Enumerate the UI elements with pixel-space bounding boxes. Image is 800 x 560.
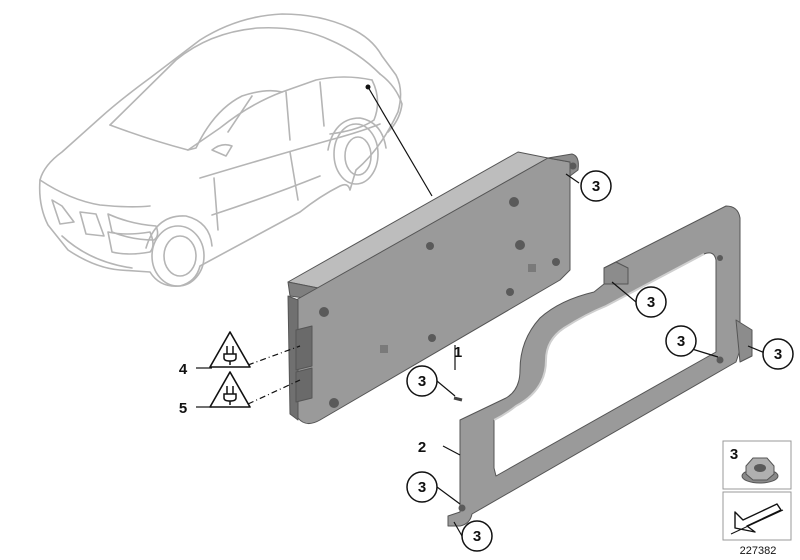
svg-text:3: 3	[418, 373, 426, 390]
arrow-icon	[730, 503, 784, 535]
callout-main-unit: 1	[454, 344, 462, 361]
svg-text:3: 3	[418, 479, 426, 496]
nut-icon	[741, 457, 779, 484]
callout-nut-6: 3	[406, 471, 438, 503]
parts-legend: 3	[722, 440, 792, 541]
diagram-id: 227382	[740, 545, 777, 557]
svg-text:3: 3	[592, 178, 600, 195]
vehicle-outline	[38, 13, 403, 288]
warning-plug-icon	[209, 371, 251, 408]
svg-text:4: 4	[179, 361, 188, 378]
svg-text:2: 2	[418, 439, 426, 456]
callout-nut-3: 3	[665, 325, 697, 357]
svg-text:1: 1	[454, 344, 462, 361]
svg-text:3: 3	[677, 333, 685, 350]
svg-text:3: 3	[730, 446, 738, 463]
callout-nut-1: 3	[580, 170, 612, 202]
mounting-bracket	[447, 205, 753, 527]
svg-text:3: 3	[473, 528, 481, 545]
callout-bracket: 2	[418, 439, 426, 456]
control-module	[287, 151, 579, 424]
callout-connector-b: 5	[179, 400, 187, 417]
callout-connector-a: 4	[179, 361, 188, 378]
svg-text:3: 3	[647, 294, 655, 311]
svg-text:5: 5	[179, 400, 187, 417]
warning-plug-icon	[209, 331, 251, 368]
svg-text:3: 3	[774, 346, 782, 363]
callout-nut-4: 3	[762, 338, 794, 370]
callout-nut-7: 3	[461, 520, 493, 552]
location-leader-line	[367, 86, 433, 197]
callout-nut-2: 3	[635, 286, 667, 318]
callout-nut-5: 3	[406, 365, 438, 397]
